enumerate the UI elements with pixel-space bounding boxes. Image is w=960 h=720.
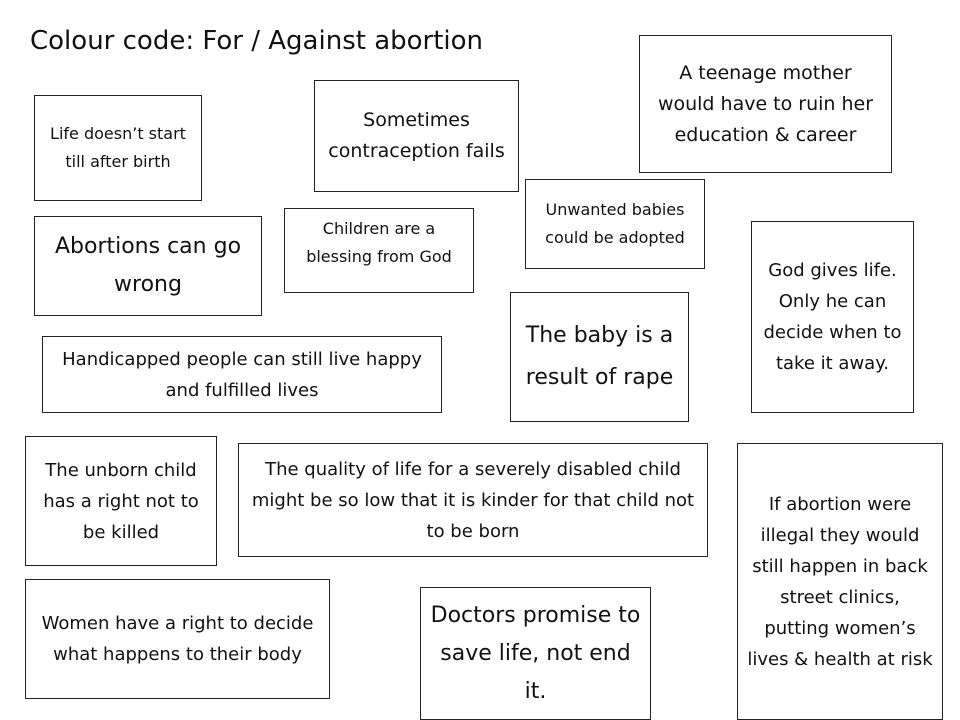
card-unborn-text: The unborn child has a right not to be k… (43, 459, 199, 543)
card-unborn: The unborn child has a right not to be k… (25, 436, 217, 566)
card-teenage-mother: A teenage mother would have to ruin her … (639, 35, 892, 173)
card-women-right-text: Women have a right to decide what happen… (41, 613, 314, 665)
card-handicapped: Handicapped people can still live happy … (42, 336, 442, 413)
card-doctors: Doctors promise to save life, not end it… (420, 587, 651, 720)
card-life-start-text: Life doesn’t start till after birth (50, 124, 186, 171)
card-contraception: Sometimes contraception fails (314, 80, 519, 192)
card-unwanted: Unwanted babies could be adopted (525, 179, 705, 269)
card-quality: The quality of life for a severely disab… (238, 443, 708, 557)
card-blessing: Children are a blessing from God (284, 208, 474, 293)
card-blessing-text: Children are a blessing from God (306, 219, 452, 266)
card-doctors-text: Doctors promise to save life, not end it… (430, 602, 641, 704)
card-unwanted-text: Unwanted babies could be adopted (545, 200, 685, 247)
card-rape: The baby is a result of rape (510, 292, 689, 422)
card-god-gives: God gives life. Only he can decide when … (751, 221, 914, 413)
card-illegal: If abortion were illegal they would stil… (737, 443, 943, 720)
card-life-start: Life doesn’t start till after birth (34, 95, 202, 201)
card-quality-text: The quality of life for a severely disab… (251, 458, 695, 542)
card-handicapped-text: Handicapped people can still live happy … (62, 348, 422, 401)
card-go-wrong: Abortions can go wrong (34, 216, 262, 316)
card-illegal-text: If abortion were illegal they would stil… (747, 493, 933, 670)
card-contraception-text: Sometimes contraception fails (328, 109, 505, 162)
page-title: Colour code: For / Against abortion (30, 26, 484, 56)
card-go-wrong-text: Abortions can go wrong (54, 234, 242, 297)
card-women-right: Women have a right to decide what happen… (25, 579, 330, 699)
card-rape-text: The baby is a result of rape (525, 323, 674, 390)
card-teenage-mother-text: A teenage mother would have to ruin her … (657, 61, 874, 146)
card-god-gives-text: God gives life. Only he can decide when … (763, 260, 902, 374)
